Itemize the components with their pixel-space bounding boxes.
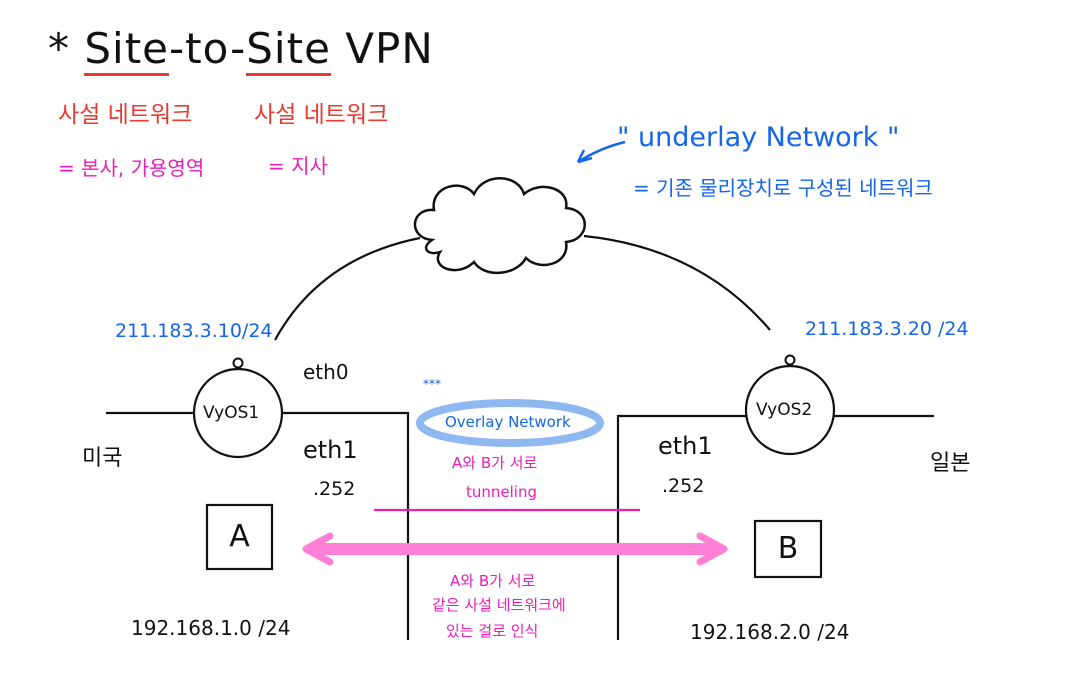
- site-a-private-net-label: 사설 네트워크: [58, 102, 193, 128]
- site-b-country: 일본: [930, 451, 971, 476]
- site-b-subnet: 192.168.2.0 /24: [690, 620, 850, 644]
- underlay-title: " underlay Network ": [617, 122, 900, 153]
- underlay-arrow: [576, 140, 626, 164]
- cloud-icon: [413, 177, 586, 275]
- host-a-label: A: [229, 519, 250, 554]
- site-b-lan-host: .252: [662, 475, 705, 497]
- host-b-box[interactable]: [753, 519, 823, 579]
- title-separator: -to-: [169, 24, 247, 73]
- host-b-label: B: [777, 531, 799, 566]
- title-prefix: *: [48, 24, 85, 73]
- tunnel-note-line1: A와 B가 서로: [452, 454, 538, 472]
- site-b-lan-wire: [616, 414, 746, 640]
- router-vyos1-label: VyOS1: [203, 403, 260, 423]
- site-b-lan-iface: eth1: [658, 432, 713, 460]
- overlay-stars: ***: [423, 377, 441, 391]
- site-a-description: = 본사, 가용영역: [58, 156, 205, 180]
- site-a-lan-iface: eth1: [303, 436, 358, 464]
- router-vyos2[interactable]: [744, 354, 836, 456]
- site-b-description: = 지사: [268, 154, 328, 178]
- bridge-note-line2: 같은 사설 네트워크에: [432, 596, 566, 614]
- host-a-box[interactable]: [205, 503, 274, 571]
- lan-bridge-arrow: [302, 532, 728, 566]
- overlay-network-ring: [416, 399, 604, 447]
- diagram-title: * Site-to-Site VPN: [48, 24, 434, 76]
- site-a-lan-wire: [282, 411, 410, 640]
- underlay-link-b: [583, 234, 771, 331]
- site-a-lan-host: .252: [313, 478, 356, 500]
- bridge-note-line1: A와 B가 서로: [450, 572, 536, 590]
- site-a-public-ip: 211.183.3.10/24: [115, 320, 273, 342]
- title-word-site-2: Site: [246, 24, 331, 76]
- site-a-subnet: 192.168.1.0 /24: [131, 616, 291, 640]
- site-b-public-ip: 211.183.3.20 /24: [805, 318, 969, 340]
- router-vyos2-label: VyOS2: [756, 400, 813, 420]
- site-a-wan-iface: eth0: [303, 360, 349, 384]
- underlay-link-a: [274, 236, 421, 341]
- tunnel-note-line2: tunneling: [466, 483, 537, 501]
- underlay-description: = 기존 물리장치로 구성된 네트워크: [633, 176, 933, 200]
- title-word-site-1: Site: [84, 24, 169, 76]
- bridge-note-line3: 있는 걸로 인식: [446, 622, 539, 640]
- overlay-network-label: Overlay Network: [445, 413, 571, 431]
- site-b-private-net-label: 사설 네트워크: [254, 102, 389, 128]
- title-suffix: VPN: [330, 24, 434, 73]
- site-a-country: 미국: [82, 446, 123, 471]
